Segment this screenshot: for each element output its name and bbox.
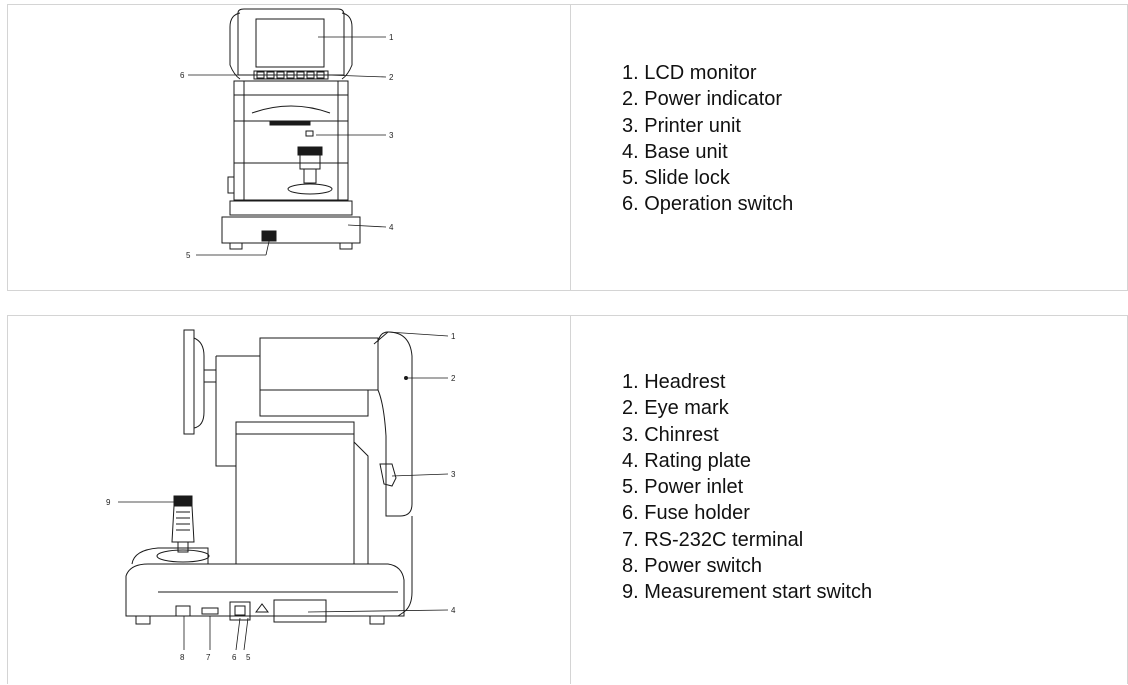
front-callout-leaders <box>188 36 387 256</box>
side-callout-6: 6 <box>232 653 237 662</box>
front-callout-6: 6 <box>180 71 185 80</box>
front-part-item: 1. LCD monitor <box>622 62 757 84</box>
side-callout-leaders <box>118 331 449 651</box>
side-part-item: 9. Measurement start switch <box>622 581 873 604</box>
side-view-drawing: 1 2 3 4 5 6 7 8 9 <box>106 329 456 662</box>
side-callout-2: 2 <box>451 374 456 383</box>
side-parts-list: 1. Headrest 2. Eye mark 3. Chinrest 4. R… <box>622 369 872 606</box>
front-part-item: 2. Power indicator <box>622 88 783 111</box>
side-foot-right <box>369 615 385 625</box>
rating-plate <box>273 599 327 623</box>
joystick <box>287 146 333 195</box>
fuse-holder <box>234 605 246 616</box>
front-callout-4: 4 <box>389 223 394 232</box>
foot-right <box>339 242 353 250</box>
side-part-item: 5. Power inlet <box>622 476 744 499</box>
front-callout-2: 2 <box>389 73 394 82</box>
front-part-item: 5. Slide lock <box>622 167 730 190</box>
side-callout-1: 1 <box>451 332 456 341</box>
front-view-panel: 1 2 3 4 5 6 1. LCD monitor 2. Power indi… <box>7 4 1128 291</box>
side-base <box>125 563 405 617</box>
side-callout-7: 7 <box>206 653 211 662</box>
slide-lock <box>261 230 277 242</box>
side-callout-8: 8 <box>180 653 185 662</box>
head-housing-rim <box>229 12 353 28</box>
front-callout-3: 3 <box>389 131 394 140</box>
side-part-item: 1. Headrest <box>622 371 726 393</box>
front-view-drawing: 1 2 3 4 5 6 <box>180 8 394 260</box>
side-callout-5: 5 <box>246 653 251 662</box>
front-part-item: 6. Operation switch <box>622 193 794 216</box>
power-inlet <box>229 601 251 621</box>
side-part-item: 3. Chinrest <box>622 423 719 446</box>
front-part-item: 4. Base unit <box>622 140 728 163</box>
side-monitor <box>183 329 195 435</box>
panel-divider <box>570 5 571 290</box>
main-body <box>233 80 349 201</box>
front-callout-5: 5 <box>186 251 191 260</box>
headrest <box>377 331 413 517</box>
rs232c-terminal <box>201 607 219 615</box>
upper-head <box>216 337 379 391</box>
power-switch <box>175 605 191 617</box>
side-view-figure: 1 2 3 4 5 6 7 8 9 <box>8 316 570 684</box>
side-foot-left <box>135 615 151 625</box>
front-part-item: 3. Printer unit <box>622 114 741 137</box>
head-housing <box>237 8 345 76</box>
side-callout-9: 9 <box>106 498 111 507</box>
side-part-item: 8. Power switch <box>622 555 763 578</box>
side-callout-3: 3 <box>451 470 456 479</box>
side-part-item: 7. RS-232C terminal <box>622 528 804 551</box>
side-part-item: 4. Rating plate <box>622 449 751 472</box>
front-callout-1: 1 <box>389 33 394 42</box>
printer-button <box>305 130 314 137</box>
side-knob <box>227 176 235 194</box>
printer-slot <box>269 120 311 126</box>
lcd-monitor <box>255 18 325 68</box>
side-callout-4: 4 <box>451 606 456 615</box>
base-unit <box>221 216 361 244</box>
front-parts-list: 1. LCD monitor 2. Power indicator 3. Pri… <box>622 60 793 218</box>
measurement-start-switch <box>156 495 210 563</box>
base-top <box>229 200 353 216</box>
lower-body <box>235 433 355 565</box>
side-view-panel: 1 2 3 4 5 6 7 8 9 1. Headrest 2. Eye mar… <box>7 315 1128 684</box>
chinrest <box>379 463 397 487</box>
warning-icon <box>255 603 269 613</box>
panel-divider <box>570 316 571 684</box>
foot-left <box>229 242 243 250</box>
front-view-figure: 1 2 3 4 5 6 <box>8 5 570 290</box>
side-part-item: 2. Eye mark <box>622 397 729 420</box>
side-part-item: 6. Fuse holder <box>622 502 750 525</box>
